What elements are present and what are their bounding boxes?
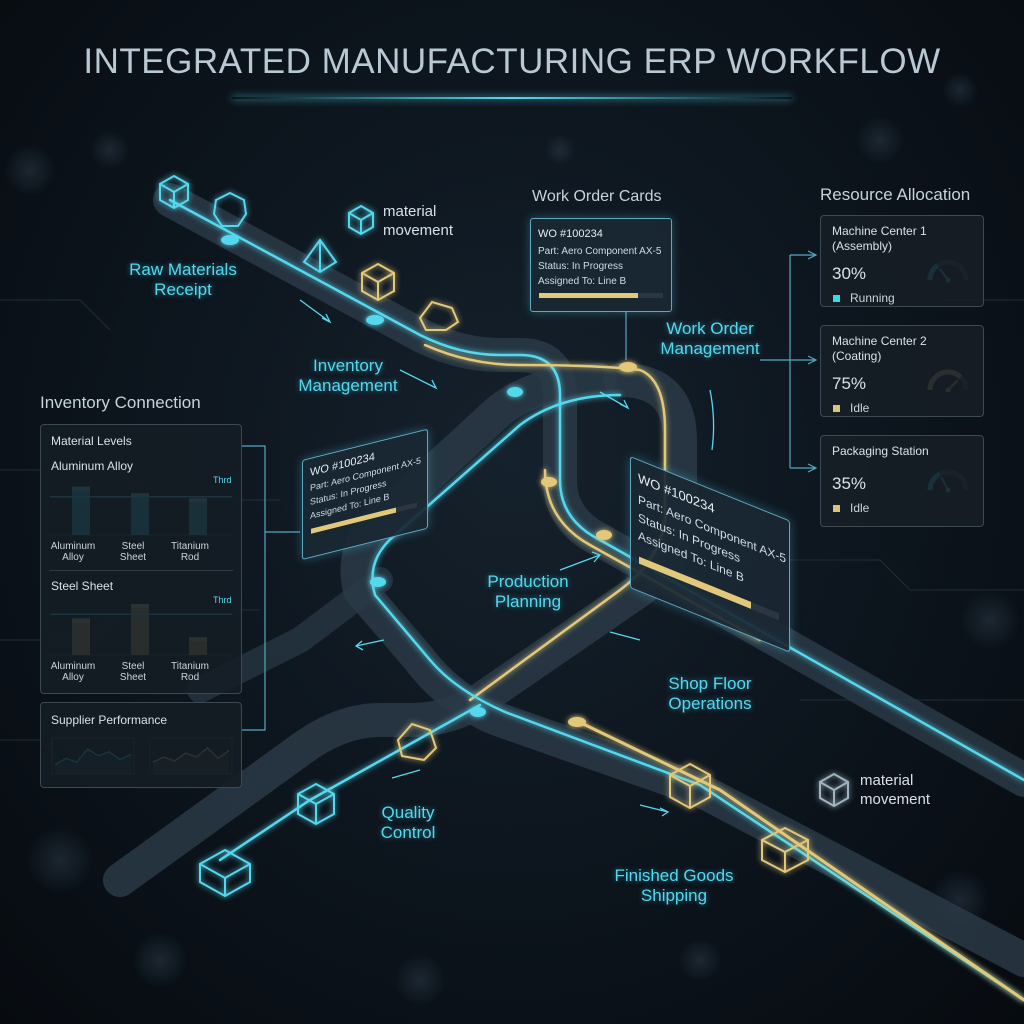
cube-icon [819,772,849,808]
resource-card-machine-center-1[interactable]: Machine Center 1 (Assembly) 30% Running [820,215,984,307]
stage-work-order-management: Work Order Management [660,319,760,358]
resource-percent: 35% [832,474,867,493]
threshold-label: Thrd [213,475,232,485]
heptagon-icon [212,191,248,227]
resource-name: Packaging Station [832,444,929,458]
resource-status: Idle [850,501,870,515]
resource-name: Machine Center 1 (Assembly) [832,224,927,253]
bar-label: Titanium Rod [171,661,209,683]
stage-inventory-management: Inventory Management [298,356,398,395]
wo-assigned: Assigned To: Line B [538,276,627,287]
resource-percent: 75% [832,374,867,393]
resource-name: Machine Center 2 (Coating) [832,334,927,363]
cube-icon [297,782,335,826]
resource-percent: 30% [832,264,867,283]
flow-nodes [221,235,637,727]
bar-label: Steel Sheet [119,541,147,563]
status-dot [833,295,840,302]
stage-shop-floor-operations: Shop Floor Operations [668,674,752,713]
cube-icon [669,762,711,810]
title-underline [232,97,792,99]
wo-id: WO #100234 [538,228,603,240]
wo-part: Part: Aero Component AX-5 [538,246,662,257]
chart-title-steel: Steel Sheet [51,579,114,593]
resource-status: Running [850,291,895,305]
pyramid-icon [302,238,338,274]
material-icons [159,174,849,898]
wo-progress-track [539,293,663,298]
supplier-performance-title: Supplier Performance [51,713,168,727]
bar-label: Aluminum Alloy [50,541,96,563]
material-movement-label-bottom: material movement [860,772,931,808]
bar-label: Titanium Rod [171,541,209,563]
stage-production-planning: Production Planning [487,572,569,611]
bar-label: Aluminum Alloy [50,661,96,683]
resource-status: Idle [850,401,870,415]
divider [49,570,233,571]
direction-arrows [299,299,715,817]
connector-brackets [242,250,818,731]
threshold-label: Thrd [213,595,232,605]
resource-allocation-title: Resource Allocation [820,185,971,204]
material-levels-panel: Material Levels Aluminum Alloy Thrd Stee… [40,424,242,694]
cube-icon [348,204,374,236]
work-order-cards-title: Work Order Cards [532,188,662,205]
rock-icon [418,300,460,331]
work-order-card[interactable]: WO #100234 Part: Aero Component AX-5 Sta… [530,218,672,312]
cube-icon [199,848,251,898]
wo-progress-fill [539,293,639,298]
cube-icon [761,826,809,874]
status-dot [833,505,840,512]
resource-card-packaging-station[interactable]: Packaging Station 35% Idle [820,435,984,527]
cube-icon [361,262,395,302]
material-levels-title: Material Levels [51,434,132,448]
status-dot [833,405,840,412]
stage-raw-materials: Raw Materials Receipt [129,260,237,299]
wo-status: Status: In Progress [538,261,624,272]
supplier-performance-panel: Supplier Performance [40,702,242,788]
rock-icon [396,722,438,762]
resource-card-machine-center-2[interactable]: Machine Center 2 (Coating) 75% Idle [820,325,984,417]
cube-icon [159,174,189,210]
inventory-connection-title: Inventory Connection [40,393,201,412]
bar-label: Steel Sheet [119,661,147,683]
stage-quality-control: Quality Control [380,803,436,842]
material-movement-label-top: material movement [383,203,454,239]
stage-finished-goods-shipping: Finished Goods Shipping [614,866,734,905]
page-title: INTEGRATED MANUFACTURING ERP WORKFLOW [83,42,941,81]
chart-title-aluminum: Aluminum Alloy [51,459,134,473]
